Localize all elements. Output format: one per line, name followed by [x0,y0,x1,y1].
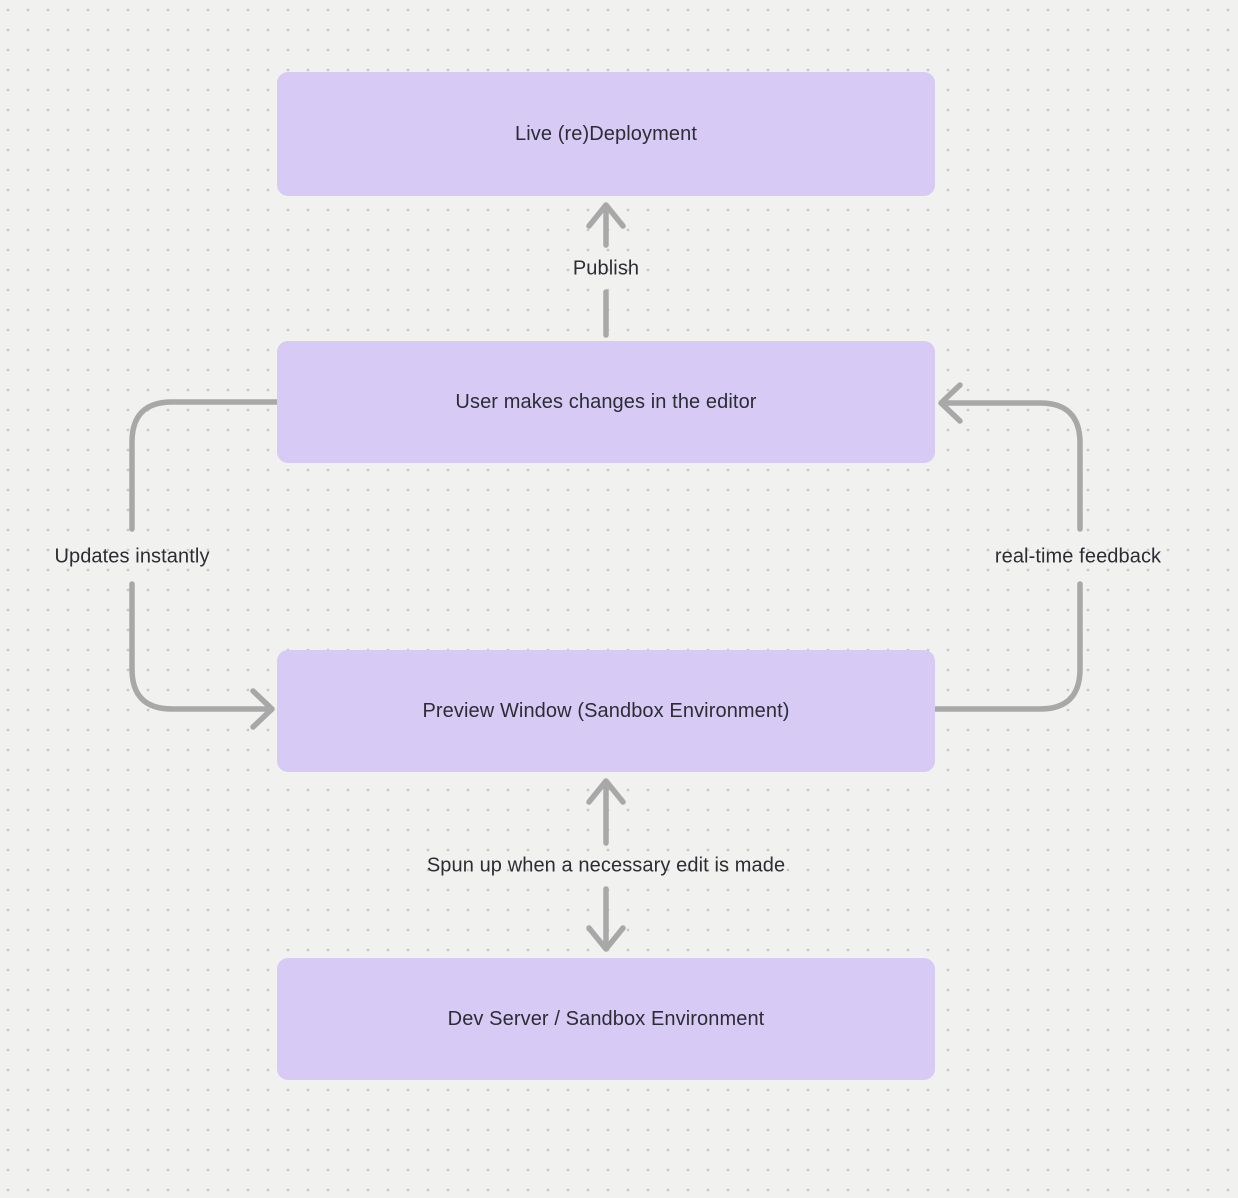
node-user-editor-label: User makes changes in the editor [455,390,757,413]
updates-instantly-arrow [129,399,280,730]
edge-label-updates-instantly: Updates instantly [54,545,210,568]
real-time-feedback-arrow [932,382,1083,712]
spun-up-arrow [586,778,626,952]
edge-label-publish: Publish [572,257,640,280]
spunup-arrowhead-up-icon [586,778,626,805]
edge-label-real-time-feedback: real-time feedback [994,545,1162,568]
realtime-arrow-upper-segment [943,400,1083,532]
updates-arrowhead-right-icon [250,688,275,730]
node-live-deployment: Live (re)Deployment [277,72,935,196]
publish-arrowhead-up-icon [586,202,626,229]
spunup-arrowhead-down-icon [586,925,626,952]
realtime-arrowhead-left-icon [938,382,963,424]
node-live-deployment-label: Live (re)Deployment [515,122,697,145]
updates-arrow-upper-segment [129,399,280,532]
realtime-arrow-lower-segment [932,581,1083,712]
node-dev-server-label: Dev Server / Sandbox Environment [447,1007,765,1030]
node-preview-window: Preview Window (Sandbox Environment) [277,650,935,772]
node-user-editor: User makes changes in the editor [277,341,935,463]
publish-arrow [586,202,626,338]
updates-arrow-lower-segment [129,581,269,712]
node-preview-window-label: Preview Window (Sandbox Environment) [422,699,790,722]
edge-label-spun-up: Spun up when a necessary edit is made [426,854,786,877]
node-dev-server: Dev Server / Sandbox Environment [277,958,935,1080]
